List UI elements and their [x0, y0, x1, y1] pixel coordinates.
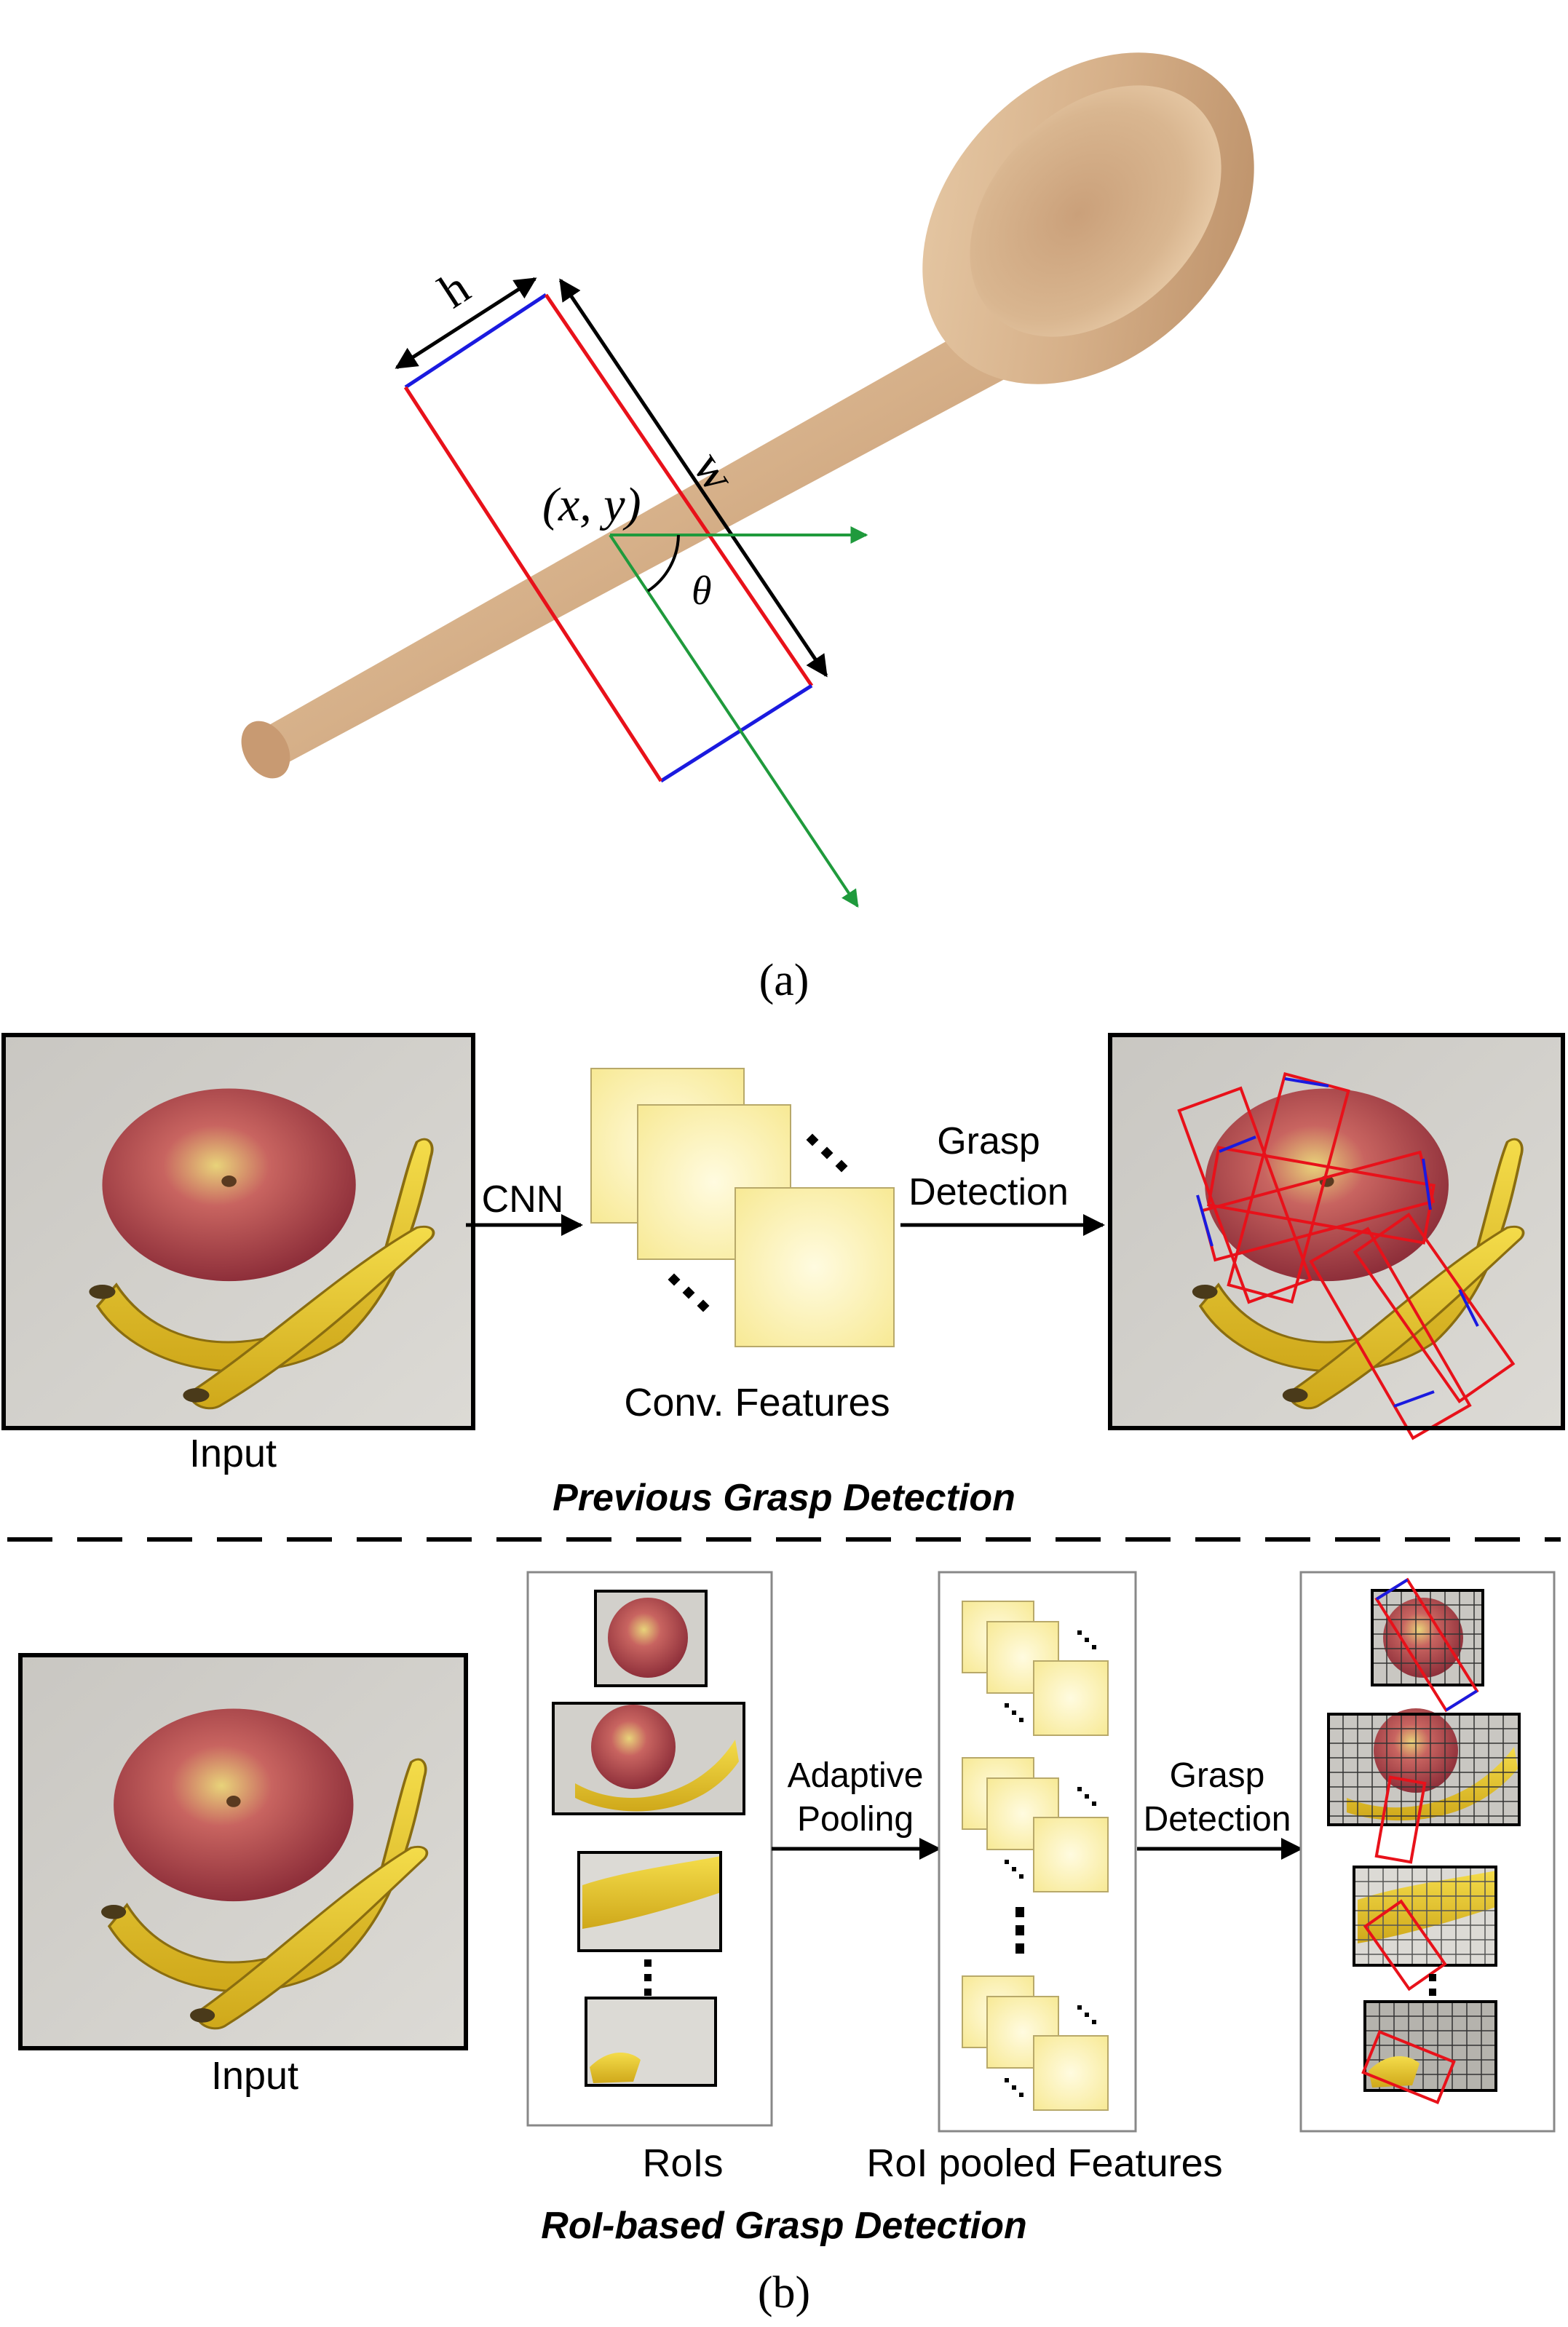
previous-output-photo: [1108, 1033, 1565, 1440]
roi-crop-1: [594, 1590, 708, 1687]
pooled-feature-group-3: [962, 1975, 1109, 2111]
roi-crop-3: [577, 1851, 722, 1952]
caption-a: (a): [759, 956, 809, 1005]
roi-grasp-label-line2: Detection: [1144, 1800, 1291, 1839]
roi-grasp-label-line1: Grasp: [1170, 1756, 1265, 1795]
roi-input-label: Input: [211, 2054, 298, 2098]
pooled-ellipsis: [1015, 1907, 1024, 1954]
pooled-features-label: RoI pooled Features: [866, 2141, 1222, 2185]
ellipsis-upper: [806, 1133, 848, 1173]
result-crop-2: [1327, 1708, 1521, 1864]
part-a-spoon-illustration: [241, 52, 1254, 779]
theta-arc: [646, 534, 680, 592]
result-crop-4: [1361, 2000, 1497, 2105]
pooled-feature-group-2: [962, 1757, 1109, 1892]
caption-b: (b): [758, 2268, 810, 2318]
feature-map-3: [734, 1187, 895, 1347]
roi-input-photo: [18, 1653, 468, 2050]
spoon-handle: [251, 288, 1074, 763]
grasp-rect-top-edge: [404, 293, 547, 389]
conv-features-stack: [590, 1068, 895, 1347]
previous-input-label: Input: [189, 1432, 277, 1475]
roi-crop-2: [552, 1702, 745, 1815]
grasp-rect-bottom-edge: [660, 683, 813, 783]
adaptive-label-line2: Pooling: [797, 1800, 914, 1839]
w-dimension-arrow: [558, 278, 828, 678]
adaptive-label-line1: Adaptive: [788, 1756, 924, 1795]
spoon-bowl-inner: [970, 85, 1221, 337]
previous-section-title: Previous Grasp Detection: [553, 1477, 1015, 1519]
predicted-grasps: [1177, 1072, 1516, 1440]
grasp-label-line1: Grasp: [937, 1120, 1040, 1162]
pooled-feature-group-1: [962, 1601, 1109, 1736]
rois-label: RoIs: [642, 2141, 723, 2185]
grasp-rect-left-edge: [403, 386, 663, 782]
conv-features-label: Conv. Features: [624, 1381, 890, 1424]
grasp-label-line2: Detection: [908, 1171, 1069, 1213]
label-h: h: [429, 261, 478, 318]
roi-section-title: RoI-based Grasp Detection: [541, 2205, 1026, 2247]
cnn-label: CNN: [482, 1178, 564, 1221]
previous-grasp-pipeline: Input CNN Conv. Features Grasp Detection: [1, 1033, 1565, 1475]
roi-based-pipeline: Input RoIs: [18, 1571, 1556, 2185]
roi-crop-4: [585, 1997, 717, 2087]
grasp-axis-arrow: [609, 534, 859, 908]
label-theta: θ: [692, 568, 712, 614]
previous-input-photo: [1, 1033, 475, 1430]
ellipsis-lower: [668, 1273, 710, 1312]
result-crop-1: [1371, 1577, 1484, 1713]
rois-ellipsis: [644, 1959, 652, 1996]
h-dimension-arrow: [395, 277, 537, 370]
spoon-handle-end: [241, 721, 290, 779]
result-crop-3: [1353, 1866, 1497, 1991]
label-center-xy: (x, y): [542, 478, 641, 531]
